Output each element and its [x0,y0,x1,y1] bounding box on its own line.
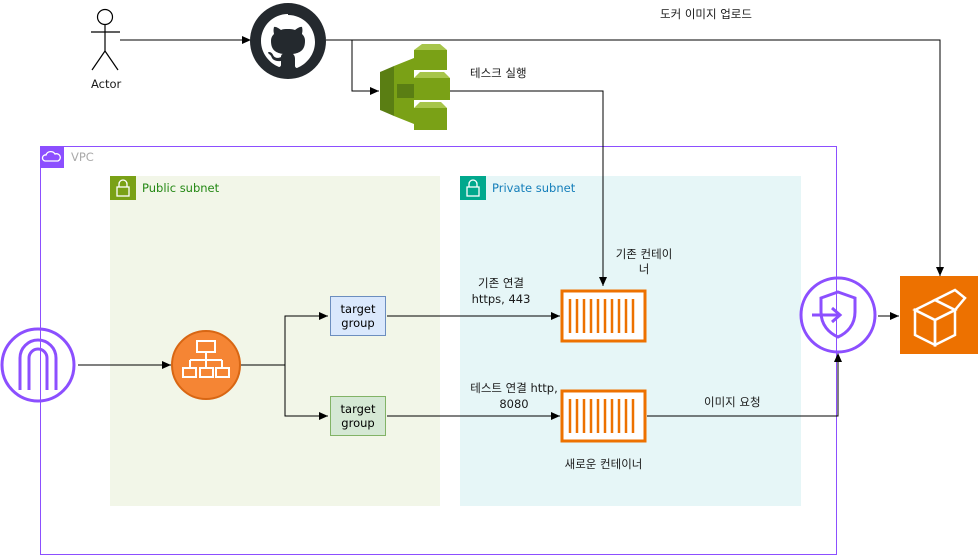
public-subnet [110,176,440,506]
docker-upload-label: 도커 이미지 업로드 [660,7,752,21]
target-group-1: target group [330,296,386,336]
new-container-label: 새로운 컨테이너 [564,457,643,471]
ecr-icon [900,276,978,354]
test-connection-label-line2: 8080 [499,397,529,411]
existing-connection-label-line2: https, 443 [471,292,531,306]
target-group-2: target group [330,396,386,436]
actor-label: Actor [91,77,122,91]
existing-container-label-line2: 너 [638,262,650,276]
vpc-label: VPC [71,150,94,164]
existing-connection-label-line1: 기존 연결 [478,276,524,290]
container-icon [560,389,647,443]
internet-gateway-icon [0,327,76,403]
github-icon [250,3,326,79]
lock-icon [460,176,486,200]
codedeploy-icon [380,44,450,130]
task-run-label: 테스크 실행 [470,66,527,80]
test-connection-label-line1: 테스트 연결 http, [470,381,558,395]
private-subnet-label: Private subnet [492,181,576,195]
actor-icon [91,8,120,71]
lock-icon [110,176,136,200]
vpc-endpoint-icon [799,276,877,354]
container-icon [560,289,647,343]
public-subnet-label: Public subnet [142,181,220,195]
image-request-label: 이미지 요청 [704,395,761,409]
cloud-icon [40,146,64,168]
existing-container-label-line1: 기존 컨테이 [615,247,673,261]
load-balancer-icon [171,330,241,400]
